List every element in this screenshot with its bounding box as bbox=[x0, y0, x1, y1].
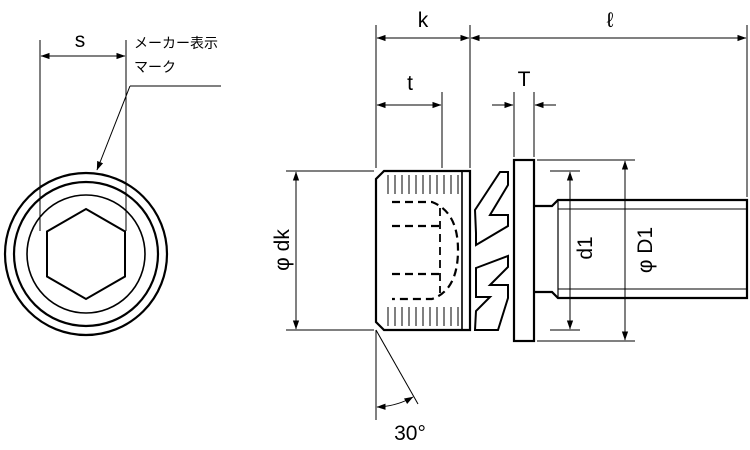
head-inner-circle bbox=[26, 194, 146, 314]
hex-socket bbox=[46, 207, 126, 301]
washer-outer-circle bbox=[3, 171, 169, 337]
dim-phi-D1 bbox=[537, 159, 635, 342]
end-view bbox=[3, 171, 169, 337]
maker-mark-leader bbox=[96, 85, 221, 171]
dim-s-label: s bbox=[75, 29, 86, 52]
dim-t bbox=[376, 92, 443, 168]
dim-d1-label: d1 bbox=[574, 236, 597, 259]
dim-phi-dk bbox=[286, 170, 374, 331]
dim-l-label: ℓ bbox=[607, 9, 614, 32]
dim-s bbox=[39, 40, 127, 231]
dim-k bbox=[375, 25, 471, 168]
side-view bbox=[374, 158, 749, 343]
dim-T bbox=[492, 92, 556, 157]
dim-k-label: k bbox=[418, 9, 429, 32]
maker-mark-label-line1: メーカー表示 bbox=[134, 36, 218, 52]
dim-angle bbox=[375, 329, 419, 420]
dim-d1 bbox=[550, 170, 580, 331]
knurl-top-lines bbox=[387, 175, 459, 194]
maker-mark-label-line2: マーク bbox=[134, 60, 176, 76]
hidden-socket bbox=[392, 200, 460, 301]
bolt-head bbox=[374, 169, 472, 332]
bolt-shank bbox=[534, 198, 749, 300]
spring-washer-upper bbox=[473, 171, 509, 247]
dim-l bbox=[470, 25, 748, 197]
dim-angle-label: 30° bbox=[394, 422, 426, 445]
dim-T-label: T bbox=[518, 68, 531, 91]
spring-washer-lower bbox=[473, 254, 509, 331]
dim-phi-dk-label: φ dk bbox=[271, 229, 294, 271]
flat-washer bbox=[512, 158, 536, 343]
head-outer-circle bbox=[12, 180, 160, 328]
dim-t-label: t bbox=[407, 72, 413, 95]
knurl-bottom-lines bbox=[387, 307, 459, 326]
dim-phi-D1-label: φ D1 bbox=[634, 227, 657, 273]
